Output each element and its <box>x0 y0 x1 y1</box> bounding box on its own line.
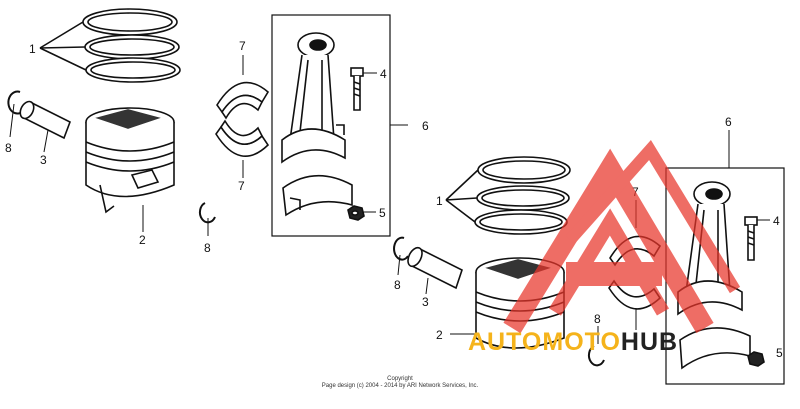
callout-5-left: 5 <box>379 206 386 220</box>
circlip-right-bottom <box>587 345 605 367</box>
watermark-text-part2: HUB <box>620 328 679 356</box>
copyright-line2: Page design (c) 2004 - 2014 by ARI Netwo… <box>321 383 479 389</box>
callouts-left: 1 8 3 2 7 7 8 4 6 5 <box>5 39 429 255</box>
nut-left <box>347 205 365 221</box>
circlip-left-bottom <box>198 202 216 224</box>
callout-8-right-bottom: 8 <box>594 312 601 326</box>
bearing-shells-left <box>215 81 270 157</box>
copyright-line1: Copyright <box>387 376 413 382</box>
callout-3-right: 3 <box>422 295 429 309</box>
watermark-text-part1: AUTOMOTO <box>468 328 621 356</box>
callout-1-left: 1 <box>29 42 36 56</box>
nut-right <box>747 351 765 367</box>
callout-4-right: 4 <box>773 214 780 228</box>
callout-5-right: 5 <box>776 346 783 360</box>
callout-8-left-bottom: 8 <box>204 241 211 255</box>
circlip-right-top <box>393 236 409 261</box>
callout-3-left: 3 <box>40 153 47 167</box>
bolt-left <box>350 67 364 111</box>
callout-4-left: 4 <box>380 67 387 81</box>
bolt-right <box>744 216 758 261</box>
watermark-logo <box>503 139 741 334</box>
piston-pin-left <box>19 100 72 140</box>
callout-7-left-bottom: 7 <box>238 179 245 193</box>
callout-2-left: 2 <box>139 233 146 247</box>
piston-pin-right <box>407 246 463 290</box>
callout-1-right: 1 <box>436 194 443 208</box>
piston-left <box>85 107 175 214</box>
callout-2-right: 2 <box>436 328 443 342</box>
piston-rings-left <box>82 8 181 83</box>
callout-8-right-top: 8 <box>394 278 401 292</box>
watermark-text: AUTOMOTOHUB <box>468 328 678 357</box>
callout-6-right: 6 <box>725 115 732 129</box>
connecting-rod-left <box>281 32 353 217</box>
callout-7-left-top: 7 <box>239 39 246 53</box>
callout-8-left-top: 8 <box>5 141 12 155</box>
callout-6-left: 6 <box>422 119 429 133</box>
left-assembly <box>7 8 408 237</box>
piston-rings-right <box>474 156 571 235</box>
